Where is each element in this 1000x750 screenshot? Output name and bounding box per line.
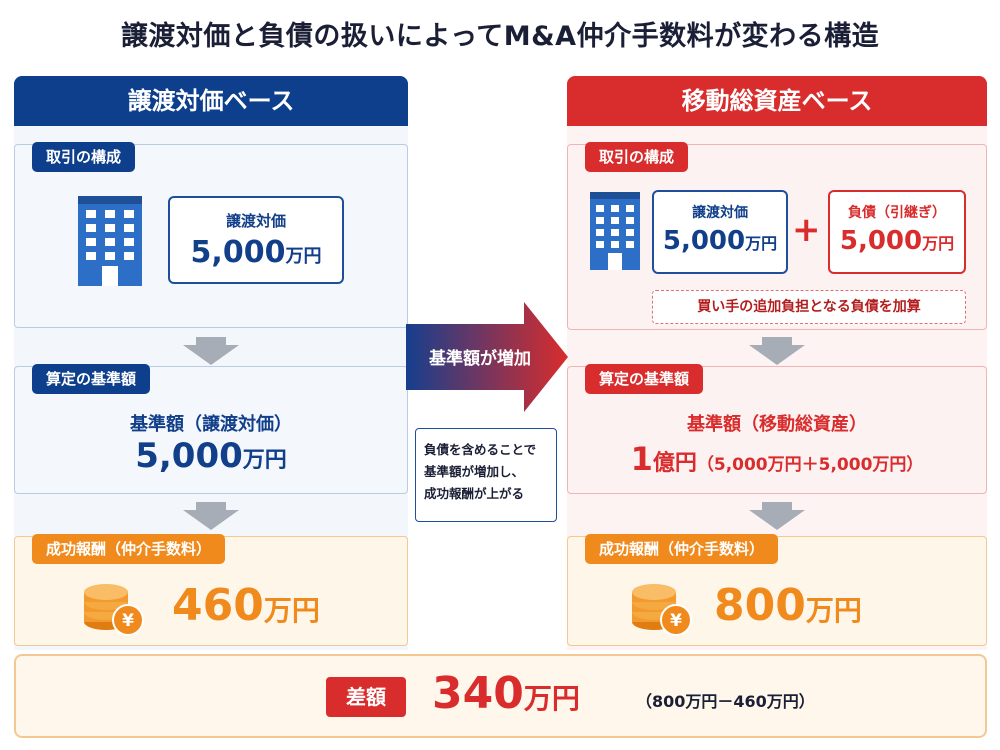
debt-note-box: 買い手の追加負担となる負債を加算: [652, 290, 966, 324]
right-base-title: 基準額（移動総資産）: [687, 414, 867, 435]
svg-text:¥: ¥: [122, 611, 134, 631]
right-base-label: 算定の基準額: [585, 364, 704, 394]
left-down-arrow-2-stem: [196, 502, 226, 510]
increase-arrow: [406, 302, 568, 412]
right-down-arrow-1-stem: [762, 337, 792, 345]
coins-yen-icon: ¥: [84, 584, 144, 636]
note-line-2: 基準額が増加し、: [424, 464, 525, 479]
left-base-value: 5,000万円: [135, 436, 287, 476]
right-column-header: 移動総資産ベース: [567, 76, 987, 126]
right-debt-box: 負債（引継ぎ） 5,000万円: [828, 190, 966, 274]
left-price-value: 5,000万円: [190, 235, 322, 270]
difference-label: 差額: [326, 677, 406, 717]
left-price-title: 譲渡対価: [225, 212, 286, 230]
left-base-label: 算定の基準額: [32, 364, 151, 394]
left-down-arrow-stem: [196, 337, 226, 345]
increase-arrow-label: 基準額が増加: [429, 349, 531, 369]
left-fee-value: 460万円: [172, 580, 320, 631]
building-icon: [78, 196, 142, 286]
svg-text:¥: ¥: [670, 611, 682, 631]
difference-summary-box: [14, 654, 987, 738]
right-debt-value: 5,000万円: [839, 226, 955, 256]
plus-sign: +: [792, 210, 821, 250]
difference-calculation: （800万円－460万円）: [636, 692, 815, 711]
right-structure-label: 取引の構成: [585, 142, 689, 172]
left-base-title: 基準額（譲渡対価）: [130, 414, 292, 435]
right-down-arrow-2-stem: [762, 502, 792, 510]
page-title: 譲渡対価と負債の扱いによってM&A仲介手数料が変わる構造: [120, 21, 880, 52]
right-down-arrow-1: [749, 345, 805, 365]
right-price-box: 譲渡対価 5,000万円: [652, 190, 788, 274]
right-debt-title: 負債（引継ぎ）: [848, 205, 946, 221]
right-base-value: 1億円（5,000万円＋5,000万円）: [630, 440, 924, 478]
right-down-arrow-2: [749, 510, 805, 530]
left-column-header: 譲渡対価ベース: [14, 76, 408, 126]
note-line-3: 成功報酬が上がる: [424, 486, 525, 501]
building-icon: [590, 192, 640, 270]
right-price-value: 5,000万円: [662, 226, 778, 256]
left-down-arrow-1: [183, 345, 239, 365]
left-price-box: 譲渡対価 5,000万円: [168, 196, 344, 284]
left-structure-label: 取引の構成: [32, 142, 136, 172]
left-down-arrow-2: [183, 510, 239, 530]
coins-yen-icon: ¥: [632, 584, 692, 636]
right-price-title: 譲渡対価: [692, 205, 748, 221]
right-fee-value: 800万円: [714, 580, 862, 631]
explanation-note: 負債を含めることで 基準額が増加し、 成功報酬が上がる: [415, 428, 557, 522]
right-fee-label: 成功報酬（仲介手数料）: [585, 534, 779, 564]
left-fee-label: 成功報酬（仲介手数料）: [32, 534, 226, 564]
note-line-1: 負債を含めることで: [424, 442, 537, 457]
difference-value: 340万円: [432, 668, 580, 719]
